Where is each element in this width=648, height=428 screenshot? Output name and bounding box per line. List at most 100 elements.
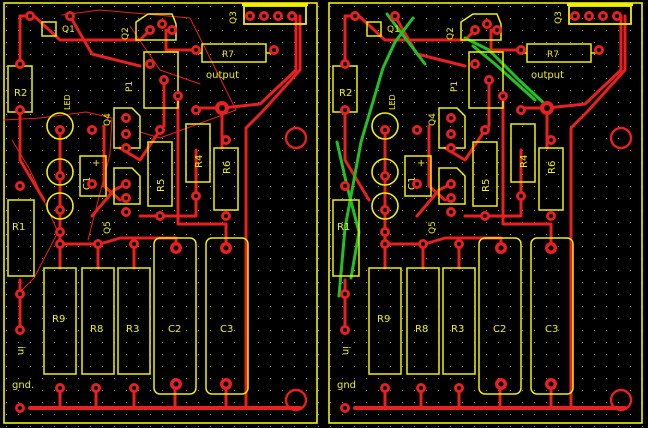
r5-outline	[147, 141, 173, 207]
led-outline	[371, 112, 399, 140]
drill-hole	[420, 241, 426, 247]
bottom-layer-trace	[337, 16, 415, 298]
drill-hole	[93, 385, 99, 391]
drill-hole	[486, 77, 492, 83]
copper-trace	[68, 14, 142, 68]
drill-hole	[161, 77, 167, 83]
c1-outline	[79, 155, 107, 197]
r6-outline	[213, 147, 239, 211]
q1-label: Q1	[387, 25, 400, 35]
drill-hole	[193, 107, 199, 113]
mounting-hole	[284, 126, 308, 150]
drill-hole	[123, 209, 129, 215]
drill-hole	[382, 385, 388, 391]
r3-label: R3	[451, 324, 464, 335]
drill-hole	[57, 229, 63, 235]
q4-label: Q4	[103, 113, 113, 126]
drill-hole	[518, 47, 524, 53]
bottom-layer-trace	[463, 36, 549, 108]
copper-trace	[58, 236, 178, 250]
drill-hole	[57, 385, 63, 391]
drill-hole	[382, 207, 388, 213]
r3-label: R3	[126, 324, 139, 335]
q5-label: Q5	[428, 221, 438, 234]
led-label: LED	[388, 94, 397, 110]
drill-hole	[175, 93, 181, 99]
drill-hole	[352, 13, 358, 19]
drill-hole	[596, 47, 602, 53]
copper-trace	[220, 14, 298, 110]
drill-hole	[131, 241, 137, 247]
drill-hole	[169, 27, 175, 33]
drill-hole	[17, 327, 23, 333]
in-label: in	[15, 346, 26, 355]
c2-label: C2	[168, 324, 181, 335]
board-outline	[328, 2, 643, 424]
drill-hole	[498, 381, 504, 387]
p1-label: P1	[450, 81, 460, 92]
drill-hole	[448, 209, 454, 215]
p1-outline	[468, 51, 504, 109]
r5-label: R5	[156, 179, 167, 192]
drill-hole	[586, 13, 592, 19]
q2-outline	[135, 13, 177, 41]
gnd-label: gnd.	[12, 380, 34, 391]
drill-hole	[275, 13, 281, 19]
drill-hole	[518, 193, 524, 199]
drill-hole	[223, 245, 229, 251]
drill-hole	[157, 127, 163, 133]
q2-label: Q2	[446, 27, 456, 40]
bottom-layer-trace	[335, 140, 361, 280]
drill-hole	[173, 245, 179, 251]
drill-hole	[382, 173, 388, 179]
c2-outline	[153, 237, 197, 395]
drill-hole	[57, 173, 63, 179]
drill-hole	[123, 115, 129, 121]
c3-outline	[530, 237, 574, 395]
drill-hole	[342, 405, 348, 411]
mounting-hole	[284, 388, 308, 412]
drill-hole	[147, 27, 153, 33]
c2-label: C2	[493, 324, 506, 335]
drill-hole	[17, 183, 23, 189]
drill-hole	[223, 381, 229, 387]
r9-label: R9	[52, 314, 65, 325]
copper-trace	[58, 382, 228, 410]
drill-hole	[448, 115, 454, 121]
r9-outline	[368, 267, 402, 375]
c2-outline	[478, 237, 522, 395]
r8-outline	[406, 267, 440, 375]
led-outline	[46, 112, 74, 140]
drill-hole	[448, 145, 454, 151]
r6-label: R6	[547, 161, 558, 174]
mounting-hole	[609, 388, 633, 412]
drill-hole	[17, 61, 23, 67]
q3-header-bar	[567, 3, 633, 6]
drill-hole	[548, 245, 554, 251]
copper-trace	[61, 9, 237, 139]
drill-hole	[27, 13, 33, 19]
q1-outline	[41, 21, 57, 37]
drill-hole	[614, 13, 620, 19]
drill-hole	[89, 127, 95, 133]
copper-trace	[18, 14, 46, 202]
drill-hole	[544, 105, 550, 111]
drill-hole	[382, 229, 388, 235]
q1-label: Q1	[62, 25, 75, 35]
r2-label: R2	[14, 88, 27, 99]
r1-outline	[7, 199, 35, 277]
q2-label: Q2	[121, 27, 131, 40]
drill-hole	[57, 127, 63, 133]
q1-outline	[366, 21, 382, 37]
drill-hole	[289, 13, 295, 19]
q4-outline	[113, 107, 141, 149]
drill-hole	[382, 127, 388, 133]
drill-hole	[193, 47, 199, 53]
r1-label: R1	[337, 222, 350, 233]
bottom-layer-trace	[385, 12, 427, 66]
copper-trace	[343, 14, 371, 202]
in-label: in	[340, 346, 351, 355]
led-outline	[371, 158, 399, 186]
drill-hole	[17, 405, 23, 411]
r7-label: R7	[222, 50, 234, 60]
